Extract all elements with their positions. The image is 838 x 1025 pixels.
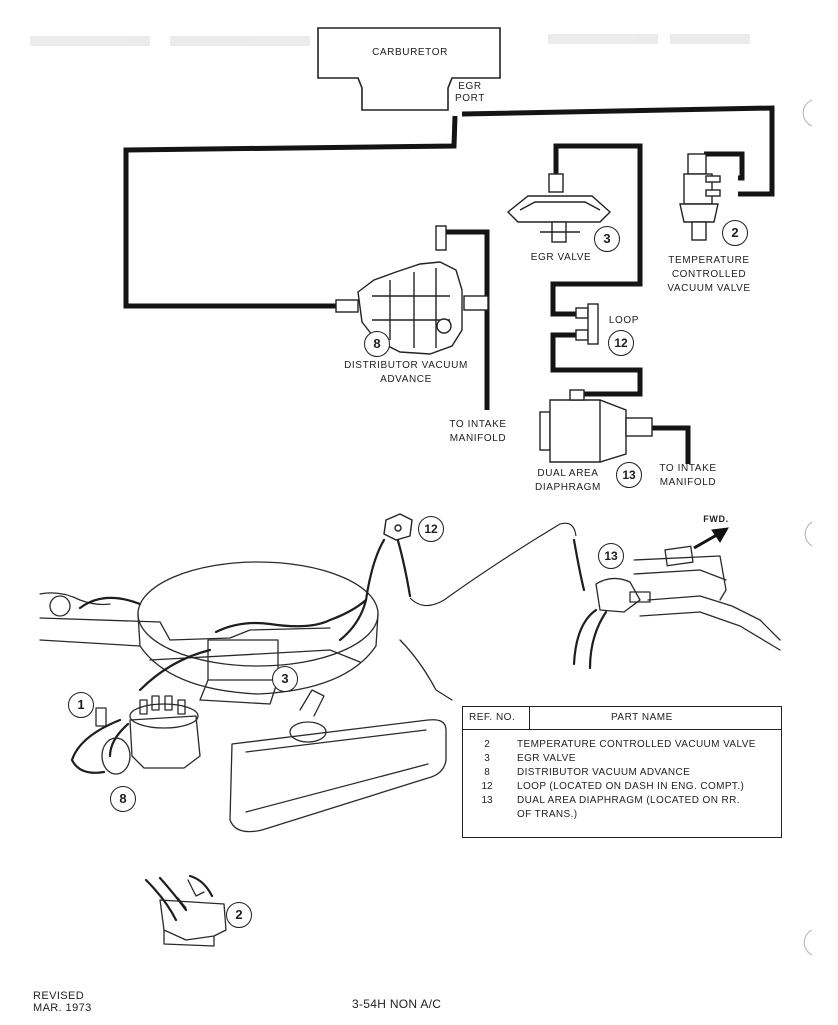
table-row: 13 DUAL AREA DIAPHRAGM (LOCATED ON RR. — [463, 795, 781, 809]
row-ref: 3 — [484, 753, 490, 764]
callout-12-upper: 12 — [608, 330, 634, 356]
revised-date: MAR. 1973 — [33, 1002, 92, 1014]
callout-2-upper: 2 — [722, 220, 748, 246]
temp-vacuum-valve-upper — [679, 153, 721, 241]
row-ref: 13 — [481, 795, 493, 806]
row-name: LOOP (LOCATED ON DASH IN ENG. COMPT.) — [517, 781, 745, 792]
row-name: TEMPERATURE CONTROLLED VACUUM VALVE — [517, 739, 756, 750]
header-part-name: PART NAME — [611, 712, 673, 723]
row-name: DISTRIBUTOR VACUUM ADVANCE — [517, 767, 691, 778]
table-row: 2 TEMPERATURE CONTROLLED VACUUM VALVE — [463, 739, 781, 753]
intake-b-label-line-2: MANIFOLD — [659, 477, 717, 488]
carburetor-label: CARBURETOR — [372, 47, 448, 58]
header-ref-no: REF. NO. — [469, 712, 516, 723]
intake-a-label-line-2: MANIFOLD — [449, 433, 507, 444]
dual-area-diaphragm-upper — [539, 389, 653, 463]
row-name: OF TRANS.) — [517, 809, 578, 820]
loop-bracket — [383, 513, 413, 541]
egr-port-label-line-1: EGR — [458, 81, 482, 92]
dva-label-line-1: DISTRIBUTOR VACUUM — [344, 360, 468, 371]
revised-label: REVISED — [33, 990, 85, 1002]
dad-label-line-1: DUAL AREA — [537, 468, 599, 479]
intake-a-label-line-1: TO INTAKE — [449, 419, 507, 430]
callout-8-lower: 8 — [110, 786, 136, 812]
tcvv-label-line-1: TEMPERATURE — [668, 255, 750, 266]
table-row: 3 EGR VALVE — [463, 753, 781, 767]
distributor-advance-upper — [335, 225, 489, 355]
punch-holes — [802, 99, 813, 956]
callout-3-upper: 3 — [594, 226, 620, 252]
row-ref: 8 — [484, 767, 490, 778]
row-ref: 12 — [481, 781, 493, 792]
page-id: 3-54H NON A/C — [352, 997, 442, 1011]
leader-lines — [409, 522, 577, 607]
engine-hoses — [70, 532, 608, 922]
table-row: 12 LOOP (LOCATED ON DASH IN ENG. COMPT.) — [463, 781, 781, 795]
loop-component — [575, 303, 599, 345]
egr-valve-upper — [506, 173, 612, 243]
parts-table-header: REF. NO. PART NAME — [463, 707, 781, 730]
dad-label-line-2: DIAPHRAGM — [535, 482, 601, 493]
header-divider — [529, 707, 530, 729]
row-ref: 2 — [484, 739, 490, 750]
callout-13-upper: 13 — [616, 462, 642, 488]
tcvv-label-line-3: VACUUM VALVE — [667, 283, 751, 294]
dva-label-line-2: ADVANCE — [380, 374, 432, 385]
row-name: DUAL AREA DIAPHRAGM (LOCATED ON RR. — [517, 795, 740, 806]
callout-13-lower: 13 — [598, 543, 624, 569]
loop-label: LOOP — [608, 315, 640, 326]
revision-note: REVISED MAR. 1973 — [33, 990, 92, 1014]
callout-1-lower: 1 — [68, 692, 94, 718]
egr-valve-label: EGR VALVE — [530, 252, 592, 263]
fwd-arrow-icon — [693, 527, 729, 550]
table-row: 8 DISTRIBUTOR VACUUM ADVANCE — [463, 767, 781, 781]
parts-table: REF. NO. PART NAME 2 TEMPERATURE CONTROL… — [462, 706, 782, 838]
callout-12-lower: 12 — [418, 516, 444, 542]
row-name: EGR VALVE — [517, 753, 576, 764]
bleed-through-text — [30, 34, 750, 46]
vacuum-hoses — [123, 105, 775, 464]
carburetor — [317, 27, 501, 111]
callout-3-lower: 3 — [272, 666, 298, 692]
egr-port-label-line-2: PORT — [455, 93, 485, 104]
tcvv-label-line-2: CONTROLLED — [671, 269, 747, 280]
callout-2-lower: 2 — [226, 902, 252, 928]
table-row: OF TRANS.) — [463, 809, 781, 823]
callout-8-upper: 8 — [364, 331, 390, 357]
engine-illustration — [39, 545, 781, 947]
fwd-label: FWD. — [703, 514, 729, 524]
intake-b-label-line-1: TO INTAKE — [659, 463, 717, 474]
